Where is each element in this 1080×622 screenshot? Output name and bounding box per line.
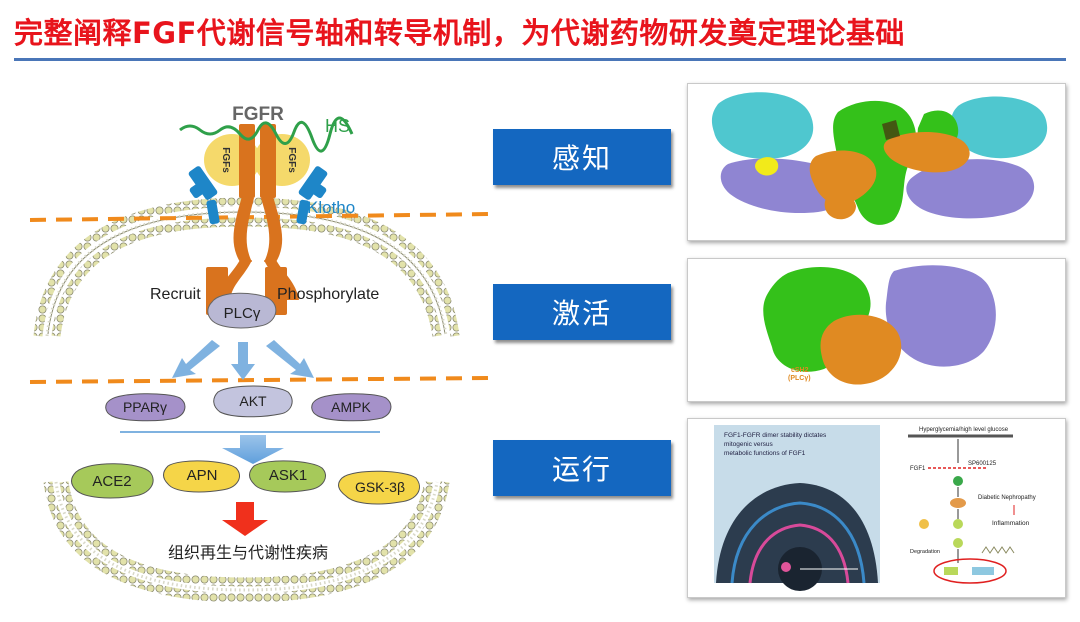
- stage-activate-button[interactable]: 激活: [493, 284, 671, 340]
- heparan-sulfate-chain: [179, 116, 354, 153]
- fgf1-node-label: FGF1: [910, 466, 926, 472]
- outcome-arrow: [222, 502, 268, 536]
- mediator-ppar-label: PPARγ: [123, 399, 167, 415]
- outcome-label: 组织再生与代谢性疾病: [168, 544, 328, 562]
- csh2-label-line1: cSH2: [791, 367, 809, 374]
- sp600125-label: SP600125: [968, 461, 997, 467]
- effector-ace2-label: ACE2: [92, 473, 131, 490]
- effector-ace2: ACE2: [71, 463, 154, 499]
- plc-binding-structure-image: cSH2 (PLCγ): [763, 265, 996, 385]
- klotho-label: Klotho: [307, 198, 355, 217]
- csh2-label-line2: (PLCγ): [788, 375, 811, 382]
- signal-boundary-line: [29, 376, 491, 384]
- effector-apn-label: APN: [187, 467, 218, 484]
- cell-membrane-lower: [43, 481, 450, 603]
- hyperglycemia-label: Hyperglycemia/high level glucose: [919, 427, 1009, 433]
- fgf1-caption-line2: mitogenic versus: [724, 441, 774, 448]
- signal-arrows: [172, 340, 314, 380]
- convergence-arrow: [222, 435, 284, 464]
- diabetic-nephropathy-label: Diabetic Nephropathy: [978, 495, 1036, 501]
- mediator-akt: AKT: [213, 385, 293, 418]
- mechanism-figure: FGF1-FGFR dimer stability dictates mitog…: [714, 425, 1036, 591]
- fgf1-caption-line1: FGF1-FGFR dimer stability dictates: [724, 432, 827, 439]
- stage-operate-button[interactable]: 运行: [493, 440, 671, 496]
- degradation-label: Degradation: [910, 549, 940, 555]
- mediator-ppar: PPARγ: [105, 393, 186, 422]
- mediator-ampk-label: AMPK: [331, 399, 371, 415]
- mediator-ampk: AMPK: [311, 393, 392, 422]
- plc-gamma-node: [207, 292, 277, 329]
- hs-label: HS: [325, 116, 350, 136]
- effector-gsk3b-label: GSK-3β: [355, 479, 405, 495]
- structure-panel-activate: cSH2 (PLCγ): [687, 258, 1066, 402]
- title-divider: [14, 58, 1066, 61]
- recruit-label: Recruit: [150, 286, 201, 303]
- fgfs-label-right: FGFs: [286, 147, 297, 173]
- structure-panel-sense: [687, 83, 1066, 241]
- fgfr-complex-structure-image: [711, 92, 1048, 225]
- stage-sense-button[interactable]: 感知: [493, 129, 671, 185]
- fgfr-label: FGFR: [232, 104, 284, 125]
- page-title: 完整阐释FGF代谢信号轴和转导机制，为代谢药物研发奠定理论基础: [14, 16, 905, 50]
- effector-ask1: ASK1: [249, 460, 326, 493]
- effector-apn: APN: [163, 460, 240, 493]
- effector-gsk3b: GSK-3β: [338, 470, 420, 505]
- klotho-coreceptor: [188, 166, 328, 225]
- fgf1-caption-line3: metabolic functions of FGF1: [724, 450, 806, 457]
- mediator-akt-label: AKT: [239, 393, 267, 409]
- inflammation-label: Inflammation: [992, 520, 1030, 527]
- plc-gamma-label: PLCγ: [224, 305, 261, 322]
- mechanism-panel-operate: FGF1-FGFR dimer stability dictates mitog…: [687, 418, 1066, 598]
- nucleus-highlight: [933, 558, 1007, 584]
- fgf-signaling-diagram: FGFR HS FGFs FGFs Klotho Recruit Phospho…: [29, 104, 491, 603]
- phosphorylate-label: Phosphorylate: [277, 286, 379, 303]
- fgfs-label-left: FGFs: [220, 147, 231, 173]
- effector-ask1-label: ASK1: [269, 467, 307, 484]
